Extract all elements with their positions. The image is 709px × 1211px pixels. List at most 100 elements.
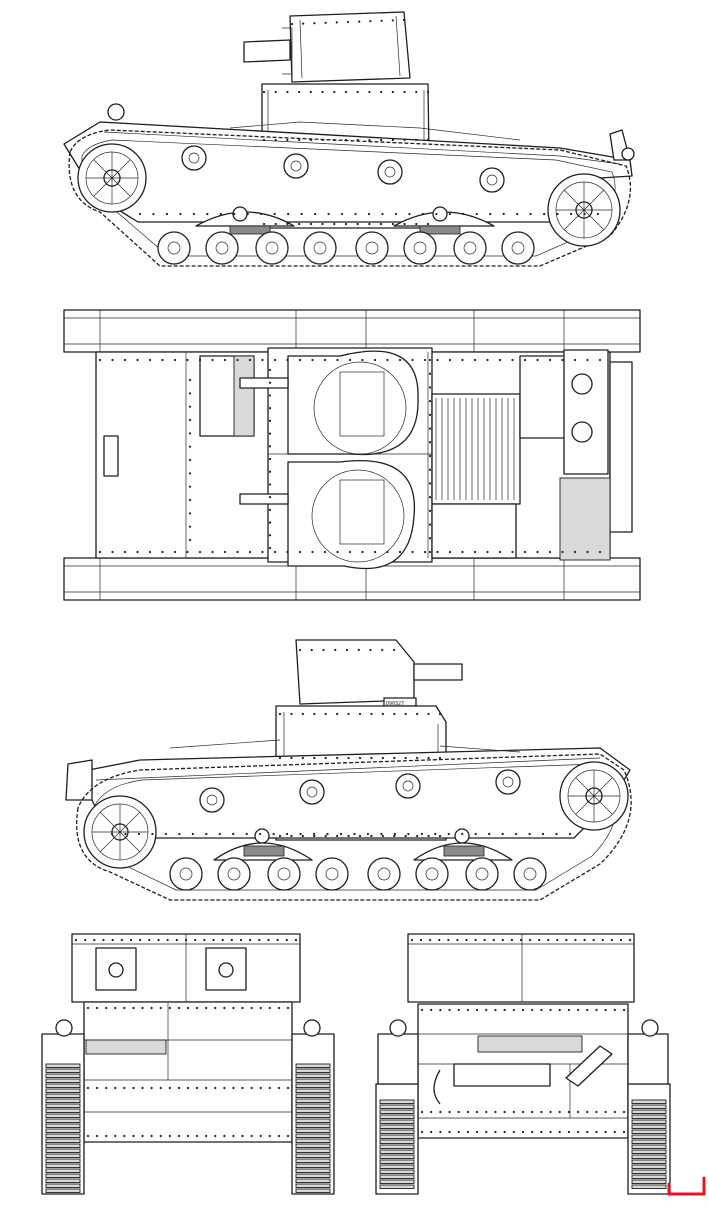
rivet: [448, 358, 452, 362]
rivet: [323, 358, 327, 362]
rivet: [268, 546, 272, 550]
rivet: [205, 1086, 208, 1090]
track-link: [45, 1133, 81, 1138]
rivet: [438, 834, 442, 838]
rivet: [380, 222, 383, 226]
track-tops: [63, 309, 641, 601]
rivet: [286, 1086, 290, 1090]
rivet: [188, 392, 192, 395]
rivet: [596, 212, 600, 216]
rivet: [381, 212, 384, 216]
rivet: [461, 832, 464, 836]
rivet: [249, 938, 252, 942]
rivet: [114, 1086, 117, 1090]
rivet: [346, 20, 350, 24]
track-link: [45, 1138, 81, 1143]
rivet: [415, 90, 418, 94]
rivet: [619, 938, 623, 942]
rivet: [398, 550, 402, 554]
rivet: [177, 1006, 181, 1010]
rivet: [528, 832, 531, 836]
rivet: [205, 1006, 208, 1010]
rivet: [301, 712, 304, 716]
rivet: [268, 534, 272, 537]
rivet: [98, 358, 102, 362]
rivet: [408, 212, 411, 216]
rivet: [321, 222, 324, 226]
rivet: [188, 458, 192, 462]
track-link: [379, 1174, 415, 1179]
track-link: [45, 1158, 81, 1163]
rivet: [188, 405, 192, 408]
rivet: [485, 1110, 488, 1114]
rivet: [415, 138, 418, 142]
rivet: [232, 1006, 235, 1010]
rivet: [324, 21, 327, 24]
rivet: [212, 938, 215, 942]
rivet: [510, 938, 514, 942]
rivet: [494, 1130, 497, 1134]
rivet: [428, 550, 432, 554]
track-link: [45, 1063, 81, 1068]
rivet: [268, 1006, 271, 1010]
rivet: [262, 222, 266, 226]
rivet: [381, 834, 384, 838]
rivet: [123, 1134, 126, 1138]
track-link: [631, 1144, 667, 1149]
rivet: [528, 938, 532, 942]
rivet: [336, 834, 339, 838]
rivet: [586, 1008, 589, 1012]
track-link: [295, 1148, 331, 1153]
rivet: [298, 358, 302, 362]
rivet: [274, 138, 277, 142]
rivet: [448, 550, 452, 554]
rivet: [420, 1130, 424, 1134]
track-link: [295, 1168, 331, 1173]
rivet: [161, 358, 164, 362]
rivet: [521, 1008, 525, 1012]
rivet: [268, 381, 272, 384]
rivet: [298, 222, 301, 226]
rivet: [132, 1134, 135, 1138]
rivet: [367, 212, 371, 216]
road-wheels: [157, 231, 535, 265]
track-link: [295, 1163, 331, 1168]
rivet: [259, 1086, 262, 1090]
track-link: [295, 1178, 331, 1183]
rivet: [536, 550, 539, 554]
rear-lights: [389, 1019, 659, 1037]
rivet: [373, 550, 377, 554]
rivet: [277, 1134, 281, 1138]
rivet: [430, 1130, 433, 1134]
rivet: [380, 90, 383, 94]
rivet: [188, 432, 192, 435]
track-link: [45, 1173, 81, 1178]
rivet: [604, 1130, 607, 1134]
rivet: [348, 358, 352, 362]
track-link: [631, 1114, 667, 1119]
side-view-right: D90327: [65, 639, 632, 901]
rivet: [98, 550, 102, 554]
rivets: [138, 18, 600, 226]
rivets: [110, 648, 572, 838]
rivet: [391, 222, 394, 226]
track-link: [295, 1068, 331, 1073]
rivet: [309, 222, 312, 226]
track-link: [295, 1103, 331, 1108]
track-link: [45, 1188, 81, 1193]
rear-view: [375, 933, 671, 1195]
rivet: [188, 512, 192, 515]
rivet: [420, 1110, 424, 1114]
rivet: [428, 386, 432, 389]
rivet: [230, 938, 233, 942]
rivet: [436, 358, 439, 362]
rivet: [439, 1110, 442, 1114]
rivet: [168, 1134, 171, 1138]
track-link: [379, 1129, 415, 1134]
rivet: [165, 212, 169, 216]
track-link: [379, 1104, 415, 1109]
rivet: [488, 832, 491, 836]
rivet: [486, 358, 489, 362]
rivet: [166, 938, 169, 942]
